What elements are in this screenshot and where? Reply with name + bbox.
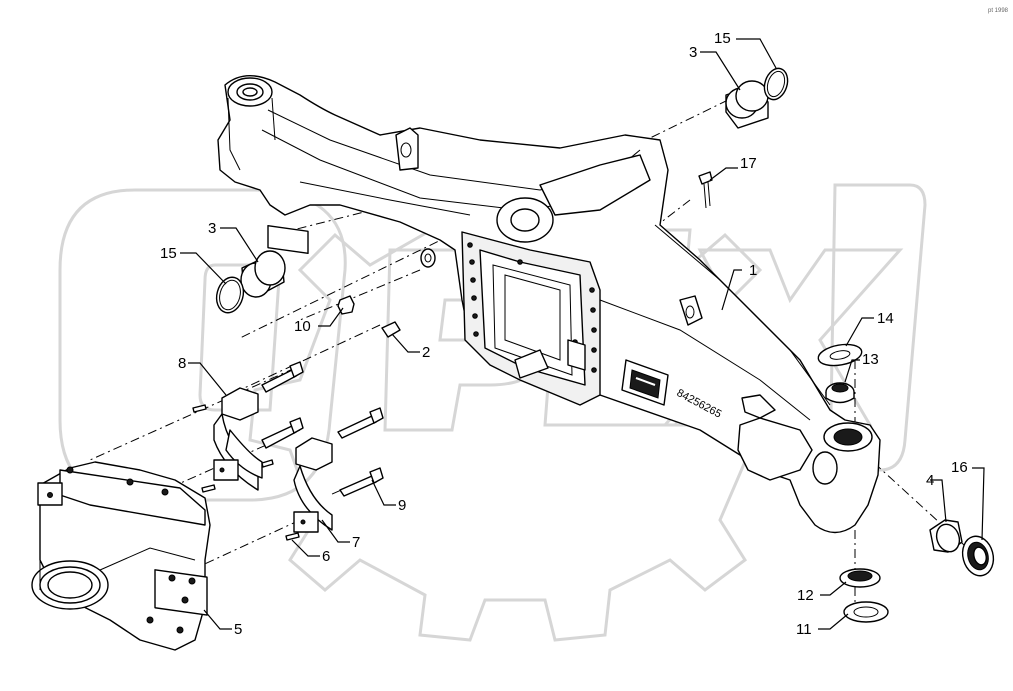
clamp-cap-upper xyxy=(213,387,263,491)
seal-right xyxy=(961,535,995,577)
callout-17: 17 xyxy=(740,155,757,172)
callout-1: 1 xyxy=(749,262,757,279)
seal-ring-upper xyxy=(763,67,789,101)
callout-11: 11 xyxy=(796,621,812,638)
callout-5: 5 xyxy=(234,621,242,638)
bushing-upper xyxy=(725,80,769,129)
callout-2: 2 xyxy=(422,344,430,361)
clamp-cap-lower xyxy=(293,437,333,533)
callout-3: 3 xyxy=(689,44,697,61)
callout-13: 13 xyxy=(862,351,879,368)
callout-6: 6 xyxy=(322,548,330,565)
callout-12: 12 xyxy=(797,587,814,604)
axle-housing-body: 84256265 xyxy=(217,75,881,534)
bushing-right xyxy=(929,519,963,553)
hub-bracket xyxy=(31,461,211,651)
cap-bolts xyxy=(261,361,384,497)
dowel-pin xyxy=(381,321,401,338)
thrust-washer xyxy=(817,343,863,367)
callout-15: 15 xyxy=(160,245,177,262)
callout-16: 16 xyxy=(951,459,968,476)
callout-3: 3 xyxy=(208,220,216,237)
leader-lines xyxy=(180,38,985,630)
callout-4: 4 xyxy=(926,472,934,489)
corner-mark: pt 1998 xyxy=(988,8,1009,14)
callout-8: 8 xyxy=(178,355,186,372)
seal-ring-left xyxy=(215,276,245,314)
callout-14: 14 xyxy=(877,310,894,327)
lower-shim xyxy=(843,601,889,623)
callout-labels: 15 3 17 3 15 1 14 10 2 13 8 16 4 9 7 6 1… xyxy=(160,30,968,638)
grease-fitting xyxy=(698,171,713,209)
callout-15: 15 xyxy=(714,30,731,47)
washer-small xyxy=(420,248,436,268)
bearing-cup xyxy=(825,382,855,404)
callout-10: 10 xyxy=(294,318,311,335)
callout-7: 7 xyxy=(352,534,360,551)
callout-9: 9 xyxy=(398,497,406,514)
cap-dowels xyxy=(192,404,300,541)
bushing-left xyxy=(240,250,286,298)
lower-bearing xyxy=(839,568,881,588)
